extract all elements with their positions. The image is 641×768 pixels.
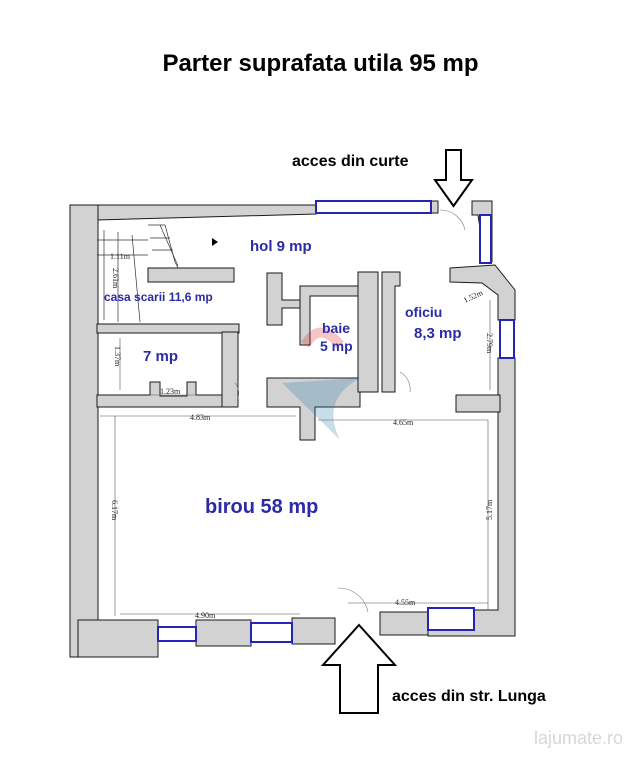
windows [157,200,515,643]
room-small: 7 mp [143,348,179,365]
dim-small-width: 1.23m [160,387,181,396]
dim-stairs-width: 1.11m [110,252,130,261]
dim-small-height: 1.37m [113,346,122,367]
wall-bottom-left [77,619,159,658]
window-right-mid [499,319,515,359]
room-hol: hol 9 mp [250,238,312,255]
wall-bottom-mid-b [291,617,336,645]
yard-access-label: acces din curte [292,153,409,170]
dim-office-height: 2.79m [485,333,494,354]
dim-birou-left-height: 6.17m [110,500,119,521]
dim-birou-bottom-right: 4.55m [395,598,416,607]
door-arcs [234,209,466,613]
room-office-area: 8,3 mp [414,325,462,342]
stairs-divider [96,323,240,334]
dim-birou-right-top: 4.65m [393,418,414,427]
dim-birou-right-height: 5.17m [485,499,494,520]
wall-left [69,204,99,658]
window-bottom-1 [157,626,197,642]
dimension-lines [100,300,491,616]
wall-bottom-mid-a [195,619,252,647]
small-room-right [221,331,239,408]
window-top [315,200,432,214]
wall-right-upper [449,264,516,321]
street-access-label: acces din str. Lunga [392,688,546,705]
wall-top-right-segment [430,200,439,214]
street-access-arrow-icon [320,623,398,714]
outer-walls [69,200,516,658]
bath-left [266,272,301,326]
room-office-name: oficiu [405,304,443,320]
stairs-wall-right [147,267,235,283]
yard-access-arrow-icon [433,149,474,208]
page-title: Parter suprafata utila 95 mp [162,50,479,77]
window-bottom-2 [250,622,293,643]
dim-stairs-height: 2.61m [111,268,120,289]
dim-birou-bottom-left: 4.90m [195,611,216,620]
interior-walls [96,267,401,441]
room-bath-name: baie [322,320,351,336]
office-left [381,271,401,393]
room-stairs: casa scarii 11,6 mp [104,290,213,304]
remax-watermark [282,327,360,440]
wall-bottom-right [379,611,429,636]
stair-arrow-icon [212,238,218,246]
site-watermark: lajumate.ro [533,728,623,748]
room-bath-area: 5 mp [320,338,353,354]
window-bottom-3 [427,607,475,631]
bath-right [357,271,379,393]
room-birou: birou 58 mp [205,496,319,518]
stairs [97,224,179,323]
dim-birou-left-top: 4.83m [190,413,211,422]
window-right-top [479,214,492,264]
wall-office-bottom [455,394,501,413]
